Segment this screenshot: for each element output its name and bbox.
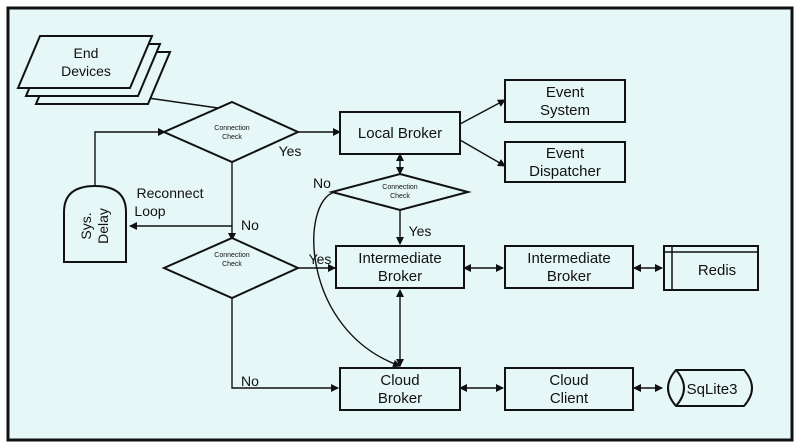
- sys-delay-line1: Sys.: [78, 212, 94, 239]
- cloud-client-line1: Cloud: [549, 372, 588, 389]
- intermediate-broker-2-node: Intermediate Broker: [504, 245, 634, 289]
- cloud-broker-line2: Broker: [378, 390, 422, 407]
- event-dispatcher-node: Event Dispatcher: [504, 141, 626, 183]
- local-broker-label: Local Broker: [358, 125, 442, 142]
- edge-label-no-check2: No: [241, 373, 259, 389]
- edge-label-no-check3: No: [313, 175, 331, 191]
- check3-line1: Connection: [382, 184, 418, 191]
- connection-check-3: Connection Check: [328, 172, 472, 212]
- event-system-node: Event System: [504, 79, 626, 123]
- sys-delay-line2: Delay: [95, 208, 111, 244]
- event-system-line1: Event: [546, 84, 585, 101]
- edge-check2-to-cloud: [231, 296, 339, 392]
- edge-label-yes-local: Yes: [279, 143, 302, 159]
- intermediate-1-line1: Intermediate: [358, 250, 441, 267]
- cloud-client-node: Cloud Client: [504, 367, 634, 411]
- check1-line1: Connection: [214, 125, 250, 132]
- edge-label-yes-intermediate: Yes: [309, 251, 332, 267]
- end-devices-line1: End: [74, 45, 99, 61]
- cloud-broker-line1: Cloud: [380, 372, 419, 389]
- connection-check-1: Connection Check: [161, 100, 301, 164]
- event-dispatcher-line1: Event: [546, 145, 585, 162]
- intermediate-2-line1: Intermediate: [527, 250, 610, 267]
- edge-local-to-eventsys: [459, 99, 506, 125]
- sqlite-label: SqLite3: [687, 381, 738, 398]
- event-dispatcher-line2: Dispatcher: [529, 163, 601, 180]
- edge-label-yes-check3: Yes: [409, 223, 432, 239]
- end-devices-node: End Devices: [16, 35, 172, 105]
- check3-line2: Check: [390, 193, 410, 200]
- edge-local-to-dispatcher: [459, 139, 506, 167]
- check1-line2: Check: [222, 134, 242, 141]
- connection-check-2: Connection Check: [161, 236, 301, 300]
- end-devices-line2: Devices: [61, 63, 111, 79]
- check2-line1: Connection: [214, 252, 250, 259]
- edge-label-no-check1: No: [241, 217, 259, 233]
- event-system-line2: System: [540, 102, 590, 119]
- check2-line2: Check: [222, 261, 242, 268]
- intermediate-2-line2: Broker: [547, 268, 591, 285]
- redis-label: Redis: [698, 262, 736, 279]
- intermediate-broker-1-node: Intermediate Broker: [335, 245, 465, 289]
- edge-delay-loop: [94, 128, 166, 190]
- cloud-client-line2: Client: [550, 390, 589, 407]
- edge-label-reconnect-line2: Loop: [134, 203, 165, 219]
- sys-delay-node: Sys. Delay: [63, 184, 127, 263]
- redis-node: Redis: [663, 245, 759, 291]
- edge-check3-no-to-cloud: [313, 191, 401, 368]
- sqlite-node: SqLite3: [667, 369, 753, 407]
- cloud-broker-node: Cloud Broker: [339, 367, 461, 411]
- edge-label-reconnect-line1: Reconnect: [137, 185, 204, 201]
- intermediate-1-line2: Broker: [378, 268, 422, 285]
- local-broker-node: Local Broker: [339, 111, 461, 155]
